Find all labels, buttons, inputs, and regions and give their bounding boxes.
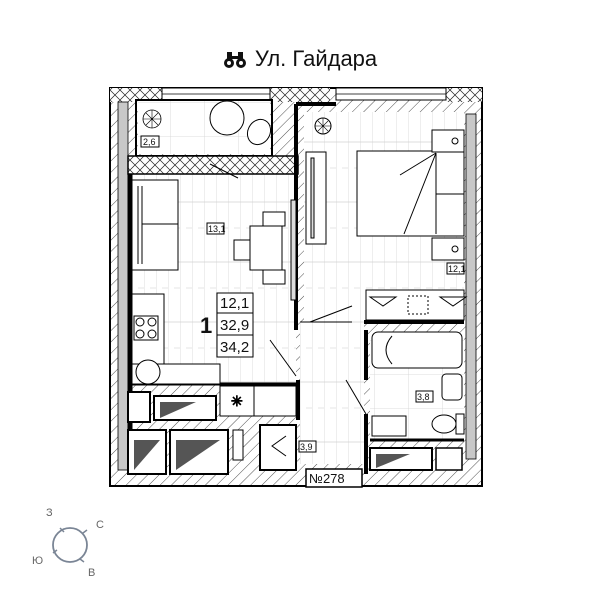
dining-table (249, 225, 283, 271)
sofa (131, 179, 179, 271)
hallway-area: 3,9 (300, 442, 313, 452)
room-count: 1 (200, 313, 212, 338)
plant-icon (314, 117, 332, 135)
binoculars-icon (223, 52, 246, 68)
nightstand (431, 237, 465, 261)
nightstand (431, 129, 465, 153)
compass-west: З (46, 507, 53, 519)
washbasin (441, 373, 463, 401)
kitchen-living-furniture (131, 179, 297, 385)
balcony: 2,6 (127, 99, 299, 179)
ventilation-icon: ✳ (231, 393, 243, 409)
plant-icon (142, 109, 162, 129)
doors (269, 305, 367, 415)
balcony-area: 2,6 (143, 137, 156, 147)
compass: З С Ю В (28, 505, 118, 585)
sink (135, 359, 161, 385)
kitchen-living-area: 13,1 (208, 224, 226, 234)
compass-ring-icon (52, 527, 88, 563)
compass-south: Ю (32, 555, 44, 567)
bathroom-area: 3,8 (417, 392, 430, 402)
hanger-icon (271, 435, 287, 457)
bathtub (371, 331, 463, 369)
hall-wardrobe (365, 289, 468, 321)
street-header: Ул. Гайдара (0, 46, 600, 72)
bedroom-area: 12,1 (448, 264, 466, 274)
living-area: 12,1 (220, 295, 249, 312)
toilet (431, 414, 457, 434)
compass-east: В (88, 567, 96, 579)
bathroom-fixtures (371, 331, 465, 437)
compass-north: С (96, 519, 104, 531)
washing-machine (371, 415, 407, 437)
apartment-number: №278 (309, 471, 345, 486)
apartment-info: 1 12,1 32,9 34,2 (200, 292, 254, 358)
total-area: 32,9 (220, 317, 249, 334)
street-name: Ул. Гайдара (254, 46, 378, 71)
bedroom-furniture (305, 117, 465, 261)
storage-blocks: ✳ (127, 385, 297, 475)
bath-storage (369, 447, 463, 471)
total-area-with-balcony: 34,2 (220, 339, 249, 356)
tv (305, 151, 327, 245)
